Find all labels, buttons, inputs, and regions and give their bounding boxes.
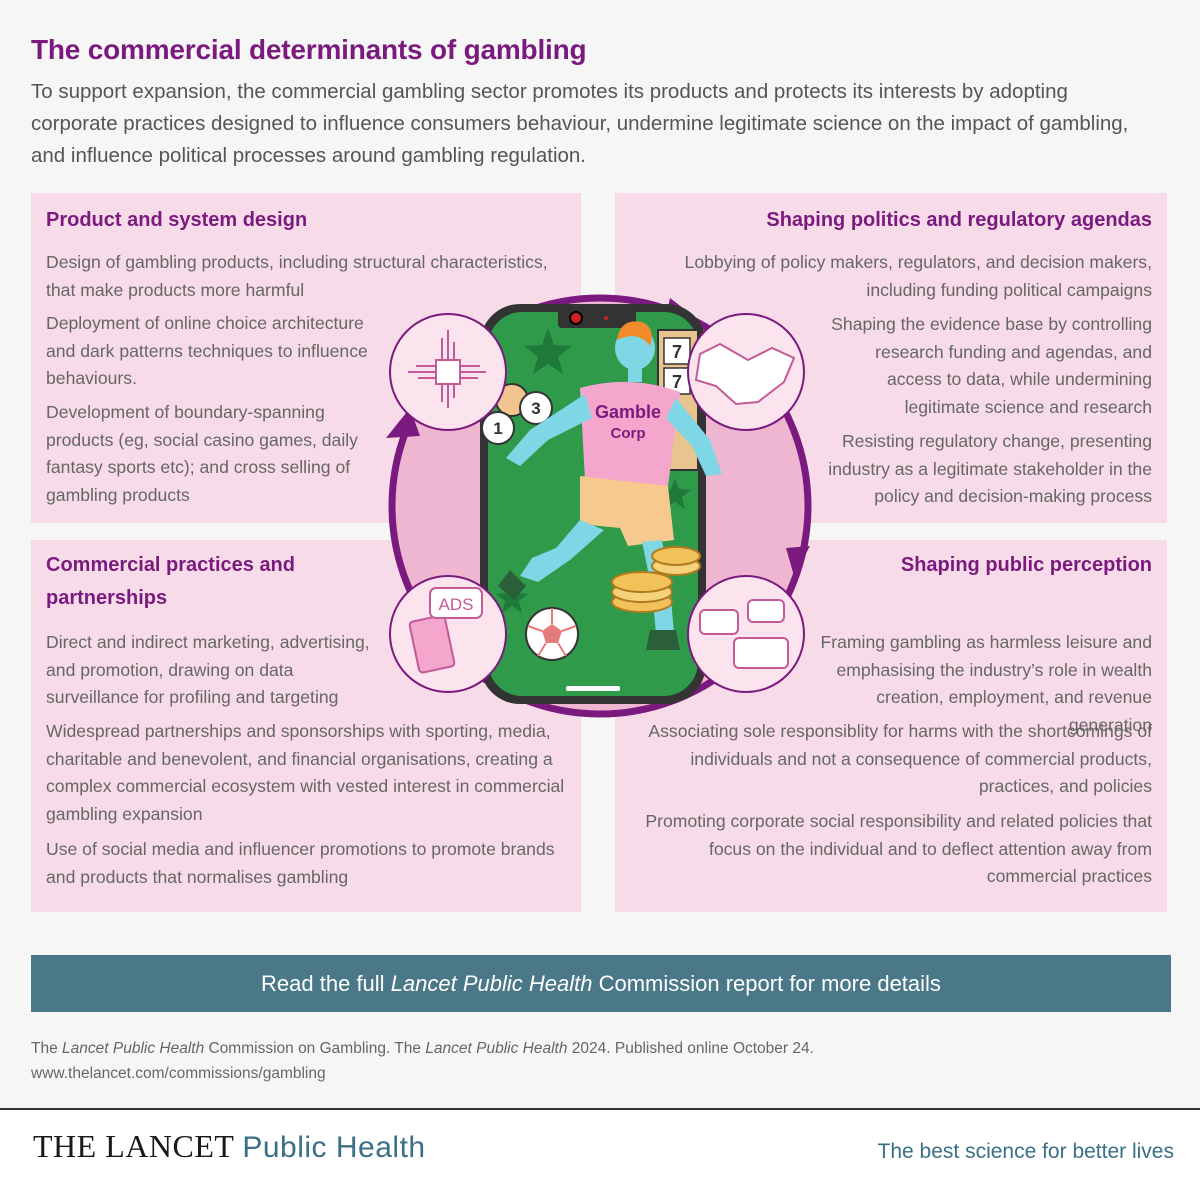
- speech-bubbles-icon: [687, 575, 805, 693]
- brand-name: THE LANCET: [33, 1128, 234, 1164]
- arrow-head-icon: [786, 546, 810, 576]
- panel-item: Development of boundary-spanning product…: [46, 402, 358, 505]
- ball-number: 3: [531, 399, 540, 418]
- read-report-banner[interactable]: Read the full Lancet Public Health Commi…: [31, 955, 1171, 1012]
- circuit-chip-icon: [389, 313, 507, 431]
- panel-item: Associating sole responsiblity for harms…: [648, 721, 1152, 797]
- panel-item: Deployment of online choice architecture…: [46, 313, 368, 389]
- slot-digit: 7: [672, 372, 682, 392]
- ads-label: ADS: [439, 595, 474, 614]
- panel-item: Framing gambling as harmless leisure and…: [820, 632, 1153, 735]
- citation-text: 2024. Published online October 24.: [567, 1040, 814, 1057]
- citation-journal: Lancet Public Health: [62, 1040, 205, 1057]
- phone-cycle-illustration: 3 1 7 7 Gamble Corp: [386, 294, 812, 718]
- shirt-text: Corp: [611, 425, 646, 442]
- panel-item: Resisting regulatory change, presenting …: [828, 431, 1152, 507]
- panel-heading: Commercial practices and partnerships: [46, 554, 295, 609]
- citation-journal: Lancet Public Health: [425, 1040, 568, 1057]
- shirt-text: Gamble: [595, 402, 661, 422]
- page-title: The commercial determinants of gambling: [31, 34, 587, 65]
- citation-text: The: [31, 1040, 63, 1057]
- ball-number: 1: [493, 419, 502, 438]
- tagline: The best science for better lives: [877, 1140, 1174, 1163]
- slot-digit: 7: [672, 342, 682, 362]
- panel-heading: Shaping politics and regulatory agendas: [766, 209, 1152, 231]
- banner-prefix: Read the full: [261, 971, 391, 996]
- footer-divider: [0, 1108, 1200, 1110]
- banner-journal: Lancet Public Health: [390, 971, 593, 996]
- citation-url[interactable]: www.thelancet.com/commissions/gambling: [31, 1065, 326, 1082]
- panel-item: Use of social media and influencer promo…: [46, 839, 555, 887]
- brand-subtitle: Public Health: [242, 1131, 426, 1164]
- footer: [0, 1110, 1200, 1186]
- panel-heading: Shaping public perception: [900, 554, 1152, 576]
- panel-item: Design of gambling products, including s…: [46, 252, 548, 300]
- panel-item: Promoting corporate social responsibilit…: [645, 811, 1152, 887]
- panel-item: Shaping the evidence base by controlling…: [831, 314, 1152, 417]
- panel-commercial-practices: Commercial practices and partnerships Di…: [31, 540, 581, 912]
- lottery-balls-icon: 3 1: [481, 383, 553, 445]
- citation-text: Commission on Gambling. The: [204, 1040, 426, 1057]
- panel-item: Lobbying of policy makers, regulators, a…: [684, 252, 1152, 300]
- banner-suffix: Commission report for more details: [592, 971, 941, 996]
- panel-item: Direct and indirect marketing, advertisi…: [46, 632, 370, 708]
- ads-phone-icon: ADS: [389, 575, 507, 693]
- panel-heading: Product and system design: [46, 209, 308, 231]
- citation: The Lancet Public Health Commission on G…: [31, 1036, 814, 1086]
- lancet-logo: THE LANCET Public Health: [33, 1128, 426, 1165]
- panel-item: Widespread partnerships and sponsorships…: [46, 721, 565, 824]
- handshake-icon: [687, 313, 805, 431]
- coin-stack-icon: [611, 546, 701, 613]
- intro-text: To support expansion, the commercial gam…: [31, 80, 1129, 167]
- football-icon: [525, 607, 579, 661]
